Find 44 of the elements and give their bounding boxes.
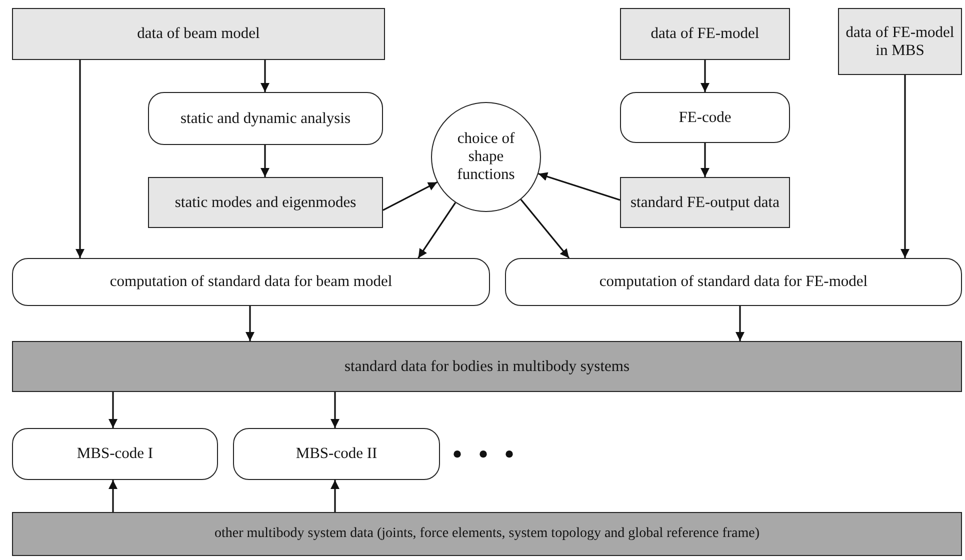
arrow xyxy=(330,392,340,428)
arrow xyxy=(260,145,270,177)
arrow xyxy=(900,75,910,258)
arrow xyxy=(246,306,254,341)
ellipsis-dots: • • • xyxy=(452,440,519,470)
arrow xyxy=(520,198,570,258)
node-text: data of FE-model in MBS xyxy=(845,24,955,60)
arrow xyxy=(418,202,456,258)
data-box xyxy=(838,8,962,75)
arrow xyxy=(700,60,710,92)
node-text: MBS-code I xyxy=(76,445,154,463)
process-box xyxy=(148,92,383,145)
arrow xyxy=(538,172,620,201)
data-band xyxy=(12,512,962,556)
arrow xyxy=(700,143,710,177)
arrow xyxy=(736,306,744,341)
node-text: static modes and eigenmodes xyxy=(174,194,356,212)
arrow xyxy=(382,182,438,211)
data-band xyxy=(12,341,962,392)
data-box xyxy=(12,8,385,60)
node-text: MBS-code II xyxy=(296,445,378,463)
data-box xyxy=(620,177,790,228)
process-box xyxy=(620,92,790,143)
arrow xyxy=(330,480,340,512)
node-text: standard FE-output data xyxy=(630,194,780,212)
process-box xyxy=(233,428,440,480)
node-text: standard data for bodies in multibody systems xyxy=(344,358,630,376)
process-box xyxy=(12,258,490,306)
node-text: choice of shape functions xyxy=(456,130,516,184)
process-box xyxy=(505,258,962,306)
node-text: other multibody system data (joints, force elements, system topology and global reference frame) xyxy=(214,526,760,542)
data-box xyxy=(148,177,383,228)
arrow xyxy=(76,60,84,258)
node-text: data of FE-model xyxy=(650,25,760,43)
node-text: computation of standard data for beam model xyxy=(110,273,392,291)
process-box xyxy=(12,428,218,480)
arrow xyxy=(108,392,118,428)
node-text: FE-code xyxy=(678,108,732,126)
node-text: computation of standard data for FE-model xyxy=(599,273,868,291)
arrow xyxy=(108,480,118,512)
data-box xyxy=(620,8,790,60)
node-text: data of beam model xyxy=(137,25,260,43)
arrow xyxy=(260,60,270,92)
node-text: static and dynamic analysis xyxy=(180,110,351,128)
